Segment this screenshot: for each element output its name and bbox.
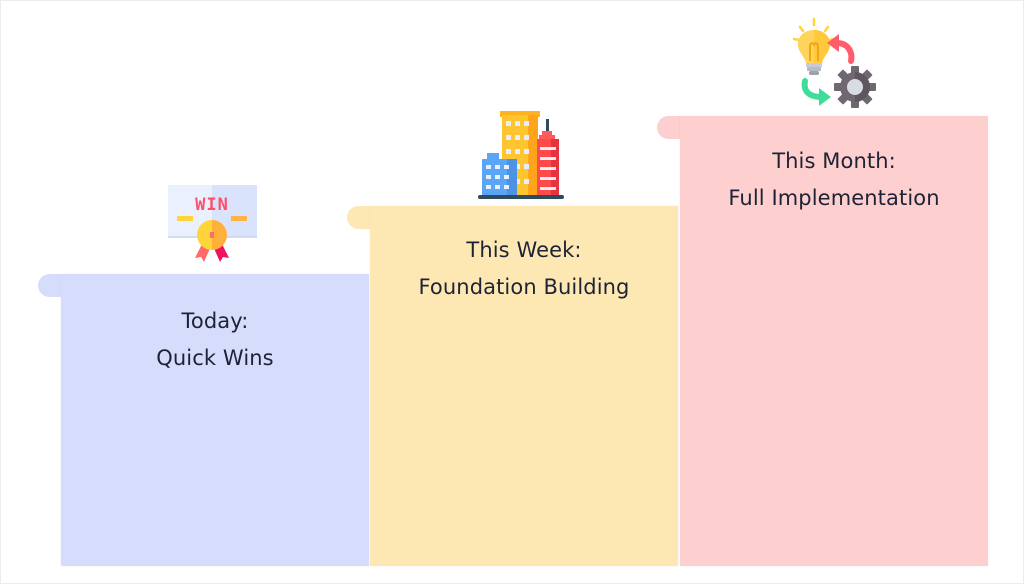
city-buildings-icon [478, 111, 564, 199]
step-today-block [61, 274, 369, 566]
step-this-week-subtitle: Foundation Building [418, 275, 630, 299]
step-this-month-title: This Month: [772, 149, 896, 173]
step-this-week-title: This Week: [466, 238, 582, 262]
step-today-title: Today: [181, 309, 249, 333]
step-today-label: Today: Quick Wins [61, 303, 369, 377]
step-this-month-label: This Month: Full Implementation [680, 143, 988, 217]
step-this-week-label: This Week: Foundation Building [370, 232, 678, 306]
step-this-week-block [370, 206, 678, 566]
step-today-subtitle: Quick Wins [156, 346, 274, 370]
win-certificate-icon: WIN [168, 185, 257, 262]
step-this-month-subtitle: Full Implementation [728, 186, 940, 210]
idea-process-cycle-icon [792, 17, 876, 108]
svg-text:WIN: WIN [195, 195, 229, 215]
step-this-month-block [680, 116, 988, 566]
